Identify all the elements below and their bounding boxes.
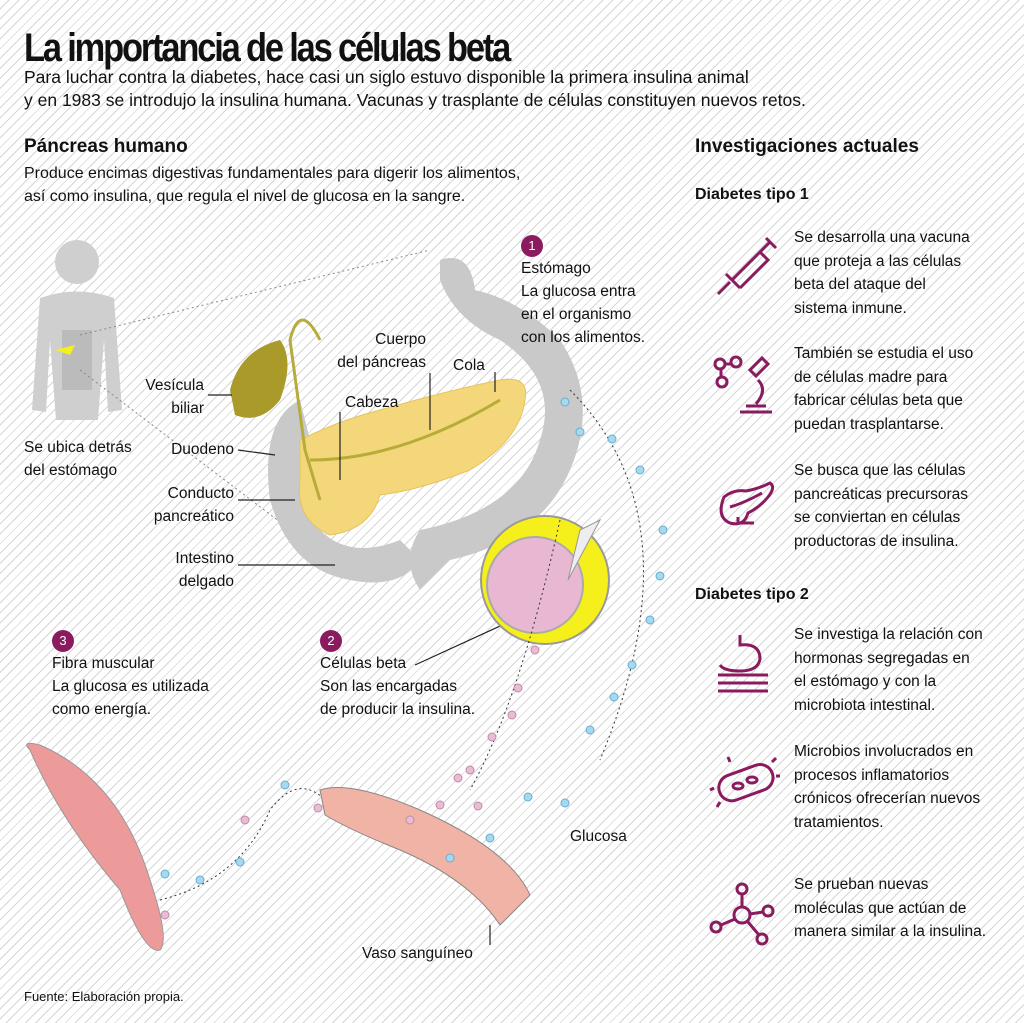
step-text: La glucosa entra en el organismo con los a…	[521, 280, 645, 349]
label-vesicula: Vesícula biliar	[120, 374, 204, 420]
body-caption: Se ubica detrás del estómago	[24, 436, 132, 482]
muscle-fiber	[26, 742, 164, 951]
text-line: como energía.	[52, 701, 152, 718]
text-line: microbiota intestinal.	[794, 696, 936, 714]
text-line: También se estudia el uso	[794, 345, 974, 362]
item-text: Se investiga la relación con hormonas seg…	[794, 623, 1024, 717]
label-line: Cuerpo	[375, 331, 426, 348]
text-line: Se busca que las células	[794, 462, 966, 479]
research-item: Microbios involucrados en procesos inflam…	[709, 740, 1020, 850]
step-title: Células beta	[320, 655, 407, 672]
text-line: pancreáticas precursoras	[794, 485, 969, 503]
text-line: Se investiga la relación con	[794, 626, 983, 643]
label-line: Intestino	[175, 550, 234, 567]
text-line: crónicos ofrecerían nuevos	[794, 790, 981, 807]
group-title-tipo1: Diabetes tipo 1	[695, 186, 809, 203]
label-cola: Cola	[453, 357, 485, 374]
step-text: Son las encargadas de producir la insulin…	[320, 675, 475, 721]
item-text: También se estudia el uso de células madr…	[794, 342, 1024, 436]
gallbladder-shape	[230, 340, 288, 418]
group-title-tipo2: Diabetes tipo 2	[695, 586, 809, 603]
page-title: La importancia de las células beta	[24, 26, 511, 70]
step-title: Fibra muscular	[52, 655, 155, 672]
label-line: del páncreas	[337, 354, 426, 371]
text-line: con los alimentos.	[521, 329, 646, 346]
human-body-icon	[32, 240, 122, 420]
caption-line: Se ubica detrás	[24, 439, 132, 456]
research-item: También se estudia el uso de células madr…	[710, 342, 1020, 452]
text-line: beta del ataque del	[794, 276, 926, 293]
molecule-icon	[709, 882, 775, 946]
research-item: Se prueban nuevas moléculas que actúan de…	[709, 873, 1020, 983]
label-vaso: Vaso sanguíneo	[362, 945, 473, 962]
item-text: Microbios involucrados en procesos inflam…	[794, 740, 1024, 834]
text-line: sistema inmune.	[794, 299, 907, 317]
research-item: Se investiga la relación con hormonas seg…	[710, 623, 1020, 733]
research-item: Se busca que las células pancreáticas pre…	[710, 459, 1020, 569]
step-badge: 2	[320, 630, 342, 652]
beta-cells-magnifier	[480, 515, 610, 645]
label-cuerpo: Cuerpo del páncreas	[320, 328, 426, 374]
desc-line: Produce encimas digestivas fundamentales…	[24, 165, 521, 182]
text-line: tratamientos.	[794, 813, 884, 831]
caption-line: del estómago	[24, 462, 118, 479]
syringe-icon	[716, 236, 778, 296]
research-heading: Investigaciones actuales	[695, 136, 919, 157]
research-item: Se desarrolla una vacuna que proteja a la…	[710, 226, 1020, 336]
lead-line: Para luchar contra la diabetes, hace cas…	[24, 67, 749, 87]
text-line: La glucosa es utilizada	[52, 678, 209, 695]
pancreas-icon	[719, 481, 775, 526]
pancreas-desc: Produce encimas digestivas fundamentales…	[24, 162, 520, 208]
text-line: procesos inflamatorios	[794, 766, 950, 784]
label-intestino: Intestino delgado	[120, 547, 234, 593]
pancreas-illustration	[26, 240, 668, 951]
text-line: fabricar células beta que	[794, 392, 963, 409]
text-line: La glucosa entra	[521, 283, 636, 300]
text-line: Son las encargadas	[320, 678, 458, 695]
pancreas-heading: Páncreas humano	[24, 136, 188, 157]
step-fibra-muscular: 3 Fibra muscular La glucosa es utilizada…	[52, 630, 209, 721]
label-line: delgado	[178, 573, 234, 590]
item-text: Se desarrolla una vacuna que proteja a la…	[794, 226, 1024, 320]
stomach-shape	[410, 258, 583, 590]
lead-text: Para luchar contra la diabetes, hace cas…	[24, 66, 924, 112]
text-line: en el organismo	[521, 306, 632, 323]
text-line: que proteja a las células	[794, 252, 962, 270]
step-title: Estómago	[521, 260, 591, 277]
text-line: el estómago y con la	[794, 673, 937, 690]
text-line: productoras de insulina.	[794, 532, 959, 550]
step-text: La glucosa es utilizada como energía.	[52, 675, 209, 721]
step-estomago: 1 Estómago La glucosa entra en el organis…	[521, 235, 645, 349]
text-line: manera similar a la insulina.	[794, 923, 987, 940]
item-text: Se busca que las células pancreáticas pre…	[794, 459, 1024, 553]
stomach-icon	[718, 635, 768, 693]
bacteria-icon	[709, 756, 780, 808]
label-conducto: Conducto pancreático	[120, 482, 234, 528]
label-line: pancreático	[153, 508, 234, 525]
label-line: biliar	[171, 400, 204, 417]
label-line: Vesícula	[145, 377, 204, 394]
label-glucosa: Glucosa	[570, 828, 627, 845]
label-duodeno: Duodeno	[171, 441, 234, 458]
microscope-icon	[713, 355, 772, 414]
text-line: se conviertan en células	[794, 509, 961, 526]
step-celulas-beta: 2 Células beta Son las encargadas de prod…	[320, 630, 475, 721]
text-line: puedan trasplantarse.	[794, 415, 944, 433]
step-badge: 1	[521, 235, 543, 257]
source: Fuente: Elaboración propia.	[24, 989, 184, 1004]
text-line: moléculas que actúan de	[794, 899, 967, 917]
desc-line: así como insulina, que regula el nivel d…	[24, 188, 466, 205]
blood-vessel	[319, 787, 531, 926]
label-cabeza: Cabeza	[345, 394, 399, 411]
item-text: Se prueban nuevas moléculas que actúan de…	[794, 873, 1024, 944]
label-line: Conducto	[167, 485, 234, 502]
step-badge: 3	[52, 630, 74, 652]
lead-line: y en 1983 se introdujo la insulina human…	[24, 90, 806, 110]
text-line: de células madre para	[794, 368, 948, 386]
text-line: Se desarrolla una vacuna	[794, 229, 970, 246]
text-line: hormonas segregadas en	[794, 649, 970, 667]
text-line: Se prueban nuevas	[794, 876, 929, 893]
text-line: de producir la insulina.	[320, 701, 476, 718]
text-line: Microbios involucrados en	[794, 743, 974, 760]
